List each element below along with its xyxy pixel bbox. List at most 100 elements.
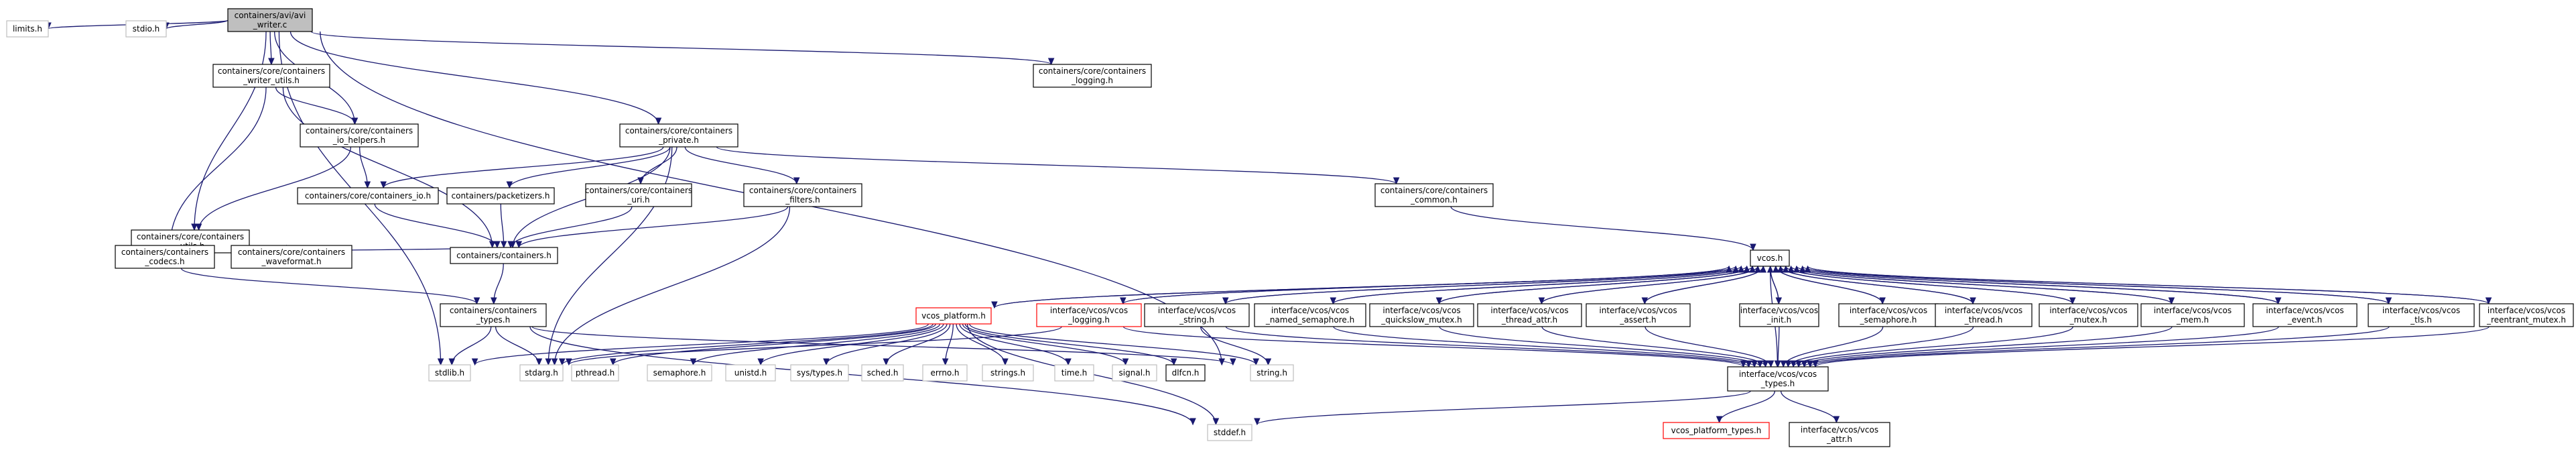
node-codecs[interactable]: containers/containers_codecs.h bbox=[115, 245, 215, 269]
node-if-attr[interactable]: interface/vcos/vcos_attr.h bbox=[1789, 422, 1890, 447]
node-label: _mutex.h bbox=[2069, 315, 2108, 325]
node-if-thread-attr[interactable]: interface/vcos/vcos_thread_attr.h bbox=[1477, 303, 1582, 327]
node-box bbox=[231, 245, 352, 269]
edge-if_string-to-string bbox=[1200, 326, 1272, 366]
node-if-tls[interactable]: interface/vcos/vcos_tls.h bbox=[2368, 303, 2475, 327]
node-vcos[interactable]: vcos.h bbox=[1750, 249, 1790, 267]
edge-private-to-common bbox=[716, 146, 1400, 185]
node-box bbox=[725, 364, 776, 382]
node-dlfcn[interactable]: dlfcn.h bbox=[1165, 364, 1206, 382]
node-if-semaphore[interactable]: interface/vcos/vcos_semaphore.h bbox=[1838, 303, 1939, 327]
node-sched[interactable]: sched.h bbox=[861, 364, 904, 382]
node-label: interface/vcos/vcos bbox=[1740, 306, 1818, 315]
node-if-assert[interactable]: interface/vcos/vcos_assert.h bbox=[1586, 303, 1691, 327]
node-signal[interactable]: signal.h bbox=[1112, 364, 1157, 382]
node-box bbox=[743, 183, 862, 207]
edge-if_thread_attr-to-if_types bbox=[1541, 326, 1769, 368]
edge-vcos_platform-to-signal bbox=[962, 323, 1129, 366]
node-label: _init.h bbox=[1766, 315, 1791, 325]
node-stdarg[interactable]: stdarg.h bbox=[519, 364, 564, 382]
node-if-event[interactable]: interface/vcos/vcos_event.h bbox=[2252, 303, 2358, 327]
edge-if_init-to-vcos bbox=[1766, 265, 1779, 304]
node-box bbox=[790, 364, 849, 382]
node-label: containers/core/containers bbox=[306, 126, 413, 135]
node-writer-utils[interactable]: containers/core/containers_writer_utils.… bbox=[212, 64, 330, 88]
node-stdlib[interactable]: stdlib.h bbox=[428, 364, 471, 382]
node-private[interactable]: containers/core/containers_private.h bbox=[619, 123, 738, 148]
node-containers-h[interactable]: containers/containers.h bbox=[450, 247, 558, 264]
node-platform-types[interactable]: vcos_platform_types.h bbox=[1663, 422, 1770, 439]
node-box bbox=[1207, 424, 1252, 441]
node-logging-top[interactable]: containers/core/containers_logging.h bbox=[1033, 64, 1152, 88]
node-label: _common.h bbox=[1410, 195, 1458, 205]
node-pthread[interactable]: pthread.h bbox=[571, 364, 619, 382]
node-box bbox=[1935, 303, 2033, 327]
edge-vcos_platform-to-sched bbox=[883, 323, 951, 366]
edge-containers_types-to-string bbox=[531, 326, 1236, 366]
node-box bbox=[982, 364, 1034, 382]
edge-codecs-to-containers_types bbox=[180, 268, 480, 305]
node-box bbox=[571, 364, 619, 382]
node-box bbox=[1789, 422, 1890, 447]
node-label: containers/containers bbox=[450, 306, 537, 315]
node-label: _attr.h bbox=[1826, 435, 1852, 444]
node-if-string[interactable]: interface/vcos/vcos_string.h bbox=[1144, 303, 1250, 327]
node-label: _types.h bbox=[476, 315, 510, 325]
node-box bbox=[1165, 364, 1206, 382]
node-if-logging[interactable]: interface/vcos/vcos_logging.h bbox=[1036, 303, 1142, 327]
node-strings[interactable]: strings.h bbox=[982, 364, 1034, 382]
node-semaphore[interactable]: semaphore.h bbox=[647, 364, 712, 382]
node-if-init[interactable]: interface/vcos/vcos_init.h bbox=[1739, 303, 1819, 327]
edge-if_types-to-if_attr bbox=[1780, 390, 1840, 424]
node-if-reentrant[interactable]: interface/vcos/vcos_reentrant_mutex.h bbox=[2479, 303, 2574, 327]
node-if-mutex[interactable]: interface/vcos/vcos_mutex.h bbox=[2039, 303, 2138, 327]
edge-if_tls-to-vcos bbox=[1799, 265, 2390, 304]
node-sys-types[interactable]: sys/types.h bbox=[790, 364, 849, 382]
edge-if_tls-to-if_types bbox=[1807, 326, 2390, 368]
node-errno[interactable]: errno.h bbox=[922, 364, 968, 382]
edge-avi_writer-to-writer_utils bbox=[268, 31, 275, 66]
node-limits[interactable]: limits.h bbox=[6, 20, 49, 38]
node-label: errno.h bbox=[931, 368, 960, 378]
node-filters[interactable]: containers/core/containers_filters.h bbox=[743, 183, 862, 207]
edge-private-to-stdarg bbox=[545, 146, 673, 366]
node-io[interactable]: containers/core/containers_io.h bbox=[297, 187, 439, 205]
node-box bbox=[1727, 366, 1829, 392]
edge-vcos_platform-to-dlfcn bbox=[964, 323, 1177, 366]
node-label: interface/vcos/vcos bbox=[1801, 425, 1878, 435]
node-unistd[interactable]: unistd.h bbox=[725, 364, 776, 382]
edge-uri-to-containers_h bbox=[507, 206, 633, 249]
node-box bbox=[300, 123, 419, 148]
node-if-named-sem[interactable]: interface/vcos/vcos_named_semaphore.h bbox=[1254, 303, 1366, 327]
node-vcos-platform[interactable]: vcos_platform.h bbox=[915, 307, 992, 325]
node-packetizers[interactable]: containers/packetizers.h bbox=[446, 187, 555, 205]
node-if-mem[interactable]: interface/vcos/vcos_mem.h bbox=[2140, 303, 2245, 327]
node-common[interactable]: containers/core/containers_common.h bbox=[1374, 183, 1494, 207]
node-if-types[interactable]: interface/vcos/vcos_types.h bbox=[1727, 366, 1829, 392]
node-stddef[interactable]: stddef.h bbox=[1207, 424, 1252, 441]
edge-avi_writer-to-logging_top bbox=[310, 31, 1055, 66]
node-time[interactable]: time.h bbox=[1054, 364, 1094, 382]
node-string[interactable]: string.h bbox=[1250, 364, 1294, 382]
node-label: interface/vcos/vcos bbox=[1945, 306, 2022, 315]
node-box bbox=[585, 183, 692, 207]
node-stdio[interactable]: stdio.h bbox=[125, 20, 167, 38]
node-box bbox=[2252, 303, 2358, 327]
edge-containers_h-to-containers_types bbox=[491, 263, 504, 305]
node-box bbox=[2039, 303, 2138, 327]
node-containers-types[interactable]: containers/containers_types.h bbox=[440, 303, 547, 327]
node-label: strings.h bbox=[990, 368, 1025, 378]
node-label: _named_semaphore.h bbox=[1265, 315, 1354, 325]
edge-vcos_platform-to-string bbox=[969, 323, 1260, 366]
node-label: _event.h bbox=[2287, 315, 2323, 325]
node-label: interface/vcos/vcos bbox=[2266, 306, 2343, 315]
node-if-quickslow[interactable]: interface/vcos/vcos_quickslow_mutex.h bbox=[1369, 303, 1474, 327]
node-uri[interactable]: containers/core/containers_uri.h bbox=[585, 183, 692, 207]
node-waveformat[interactable]: containers/core/containers_waveformat.h bbox=[231, 245, 352, 269]
edge-common-to-vcos bbox=[1450, 206, 1756, 251]
node-label: time.h bbox=[1061, 368, 1088, 378]
node-io-helpers[interactable]: containers/core/containers_io_helpers.h bbox=[300, 123, 419, 148]
node-box bbox=[1369, 303, 1474, 327]
edge-writer_utils-to-containers_h bbox=[282, 87, 496, 249]
node-if-thread[interactable]: interface/vcos/vcos_thread.h bbox=[1935, 303, 2033, 327]
